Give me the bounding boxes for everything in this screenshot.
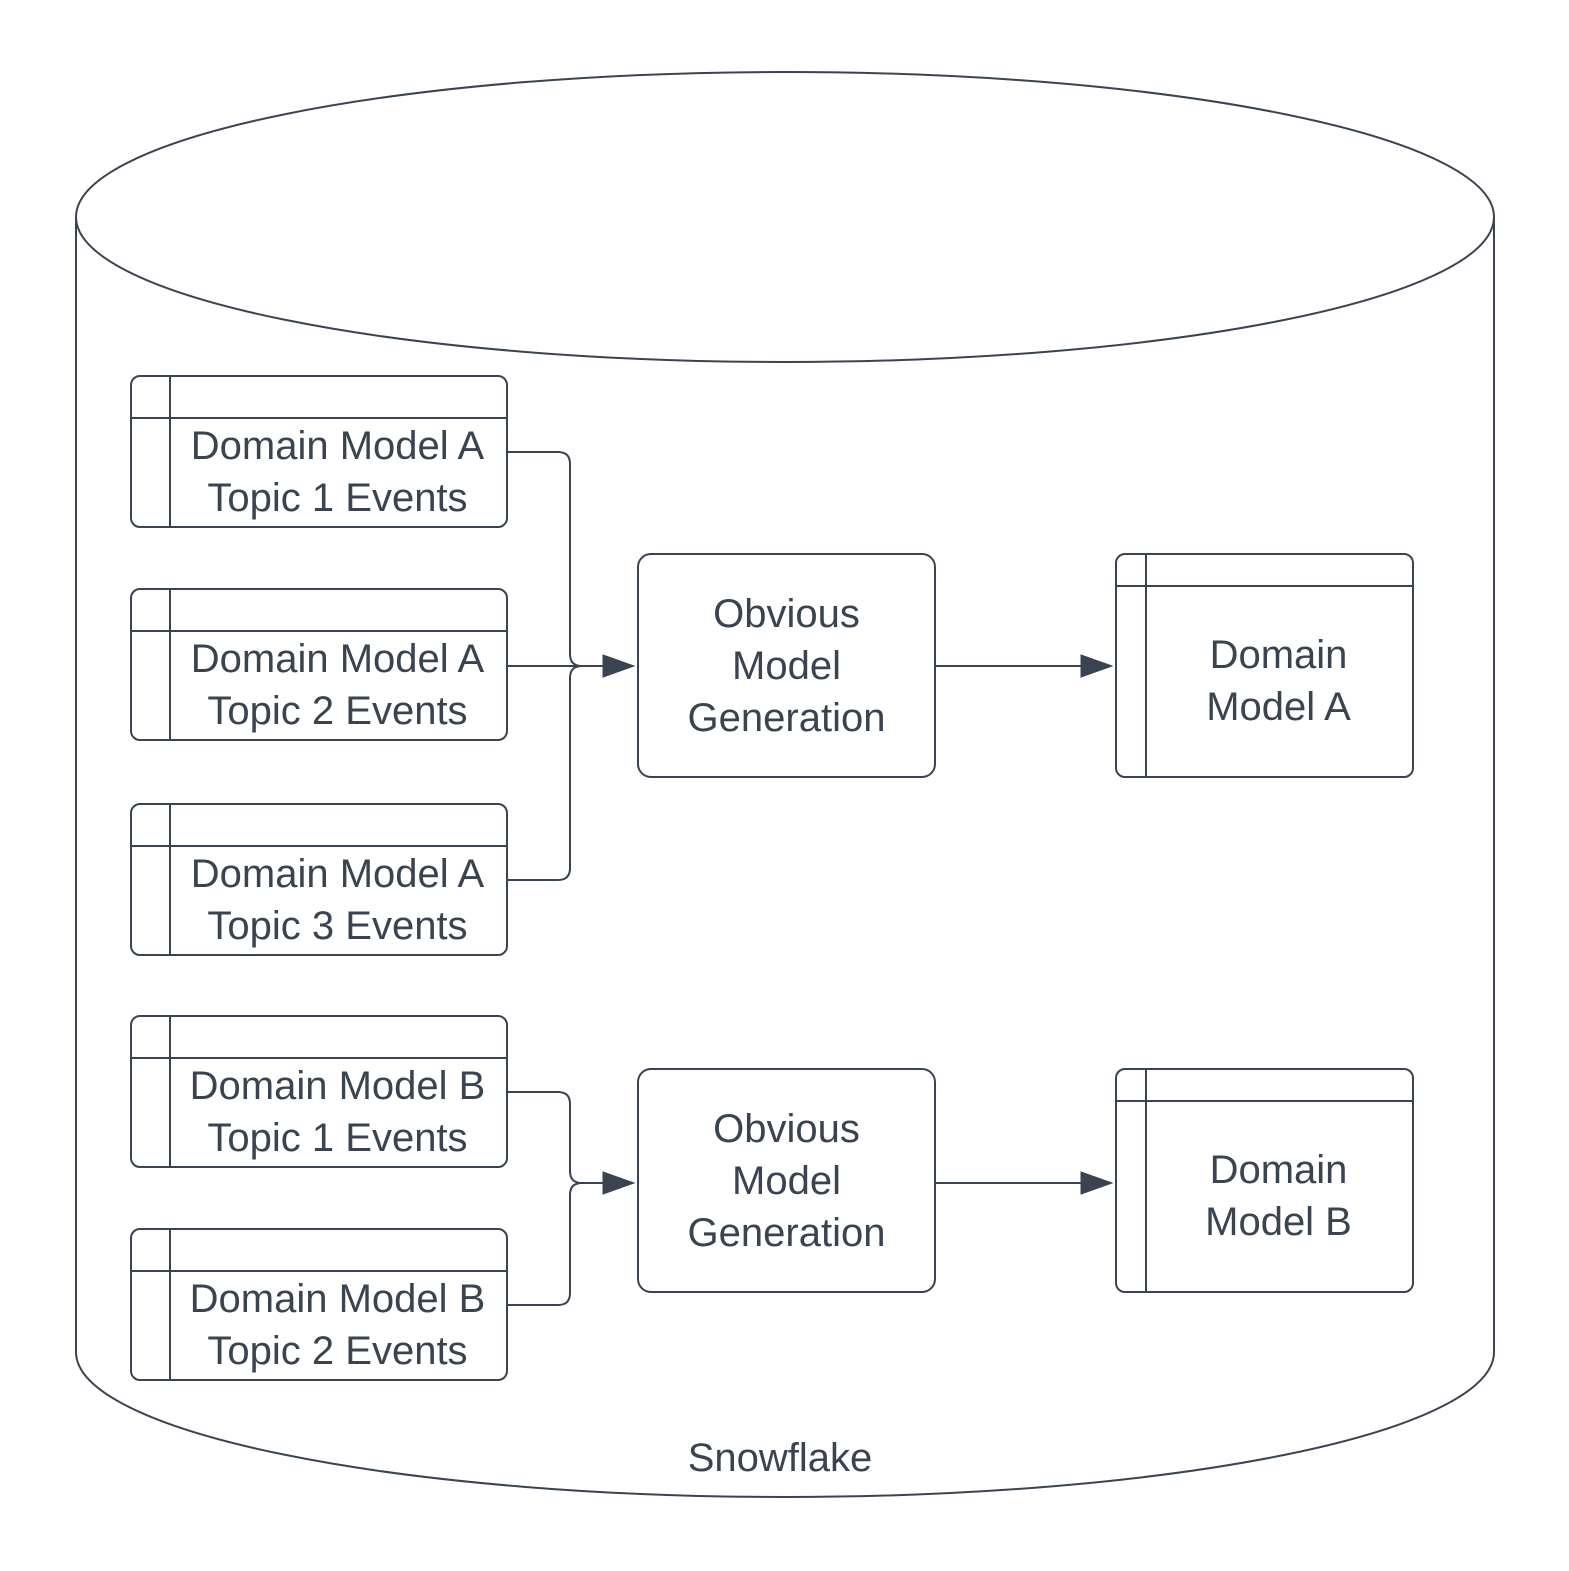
cylinder-body <box>75 217 1495 1498</box>
event-table-domain-model-a-topic-1: Domain Model A Topic 1 Events <box>130 375 508 528</box>
cylinder-label-snowflake: Snowflake <box>687 1436 873 1480</box>
table-label-line: Domain Model A <box>190 636 485 681</box>
table-header-row <box>1117 1070 1412 1102</box>
event-table-domain-model-b-topic-1: Domain Model B Topic 1 Events <box>130 1015 508 1168</box>
output-table-domain-model-a: Domain Model A <box>1115 553 1414 778</box>
process-label-line: Model <box>732 643 841 688</box>
connector-topic-a3-to-merge <box>507 665 583 881</box>
table-label-line: Topic 1 Events <box>207 475 468 520</box>
event-table-domain-model-a-topic-3: Domain Model A Topic 3 Events <box>130 803 508 956</box>
table-header-row <box>132 1230 506 1272</box>
table-label: Domain Model A Topic 3 Events <box>169 845 506 954</box>
table-label-line: Topic 3 Events <box>207 903 468 948</box>
arrowhead-into-generation-a <box>602 654 636 678</box>
table-label-line: Topic 2 Events <box>207 1328 468 1373</box>
table-left-column <box>1117 555 1147 776</box>
process-label-line: Generation <box>687 1210 886 1255</box>
table-header-row <box>132 590 506 632</box>
connector-topic-b2-to-merge <box>507 1182 583 1306</box>
output-table-domain-model-b: Domain Model B <box>1115 1068 1414 1293</box>
table-left-column <box>132 1017 171 1166</box>
arrowhead-into-generation-b <box>602 1171 636 1195</box>
process-label-line: Obvious <box>713 591 860 636</box>
table-label: Domain Model A Topic 1 Events <box>169 417 506 526</box>
table-left-column <box>132 590 171 739</box>
connector-topic-a1-to-merge <box>507 451 583 667</box>
table-left-column <box>1117 1070 1147 1291</box>
table-header-row <box>132 1017 506 1059</box>
table-header-row <box>1117 555 1412 587</box>
table-label-line: Domain <box>1209 632 1348 677</box>
table-label: Domain Model B Topic 2 Events <box>169 1270 506 1379</box>
table-label: Domain Model B <box>1145 1100 1412 1291</box>
process-box-obvious-model-generation-a: Obvious Model Generation <box>637 553 936 778</box>
process-label-line: Obvious <box>713 1106 860 1151</box>
table-label: Domain Model A <box>1145 585 1412 776</box>
table-left-column <box>132 377 171 526</box>
process-label-line: Model <box>732 1158 841 1203</box>
arrowhead-into-domain-model-a <box>1080 654 1114 678</box>
process-box-obvious-model-generation-b: Obvious Model Generation <box>637 1068 936 1293</box>
connector-topic-b1-to-merge <box>507 1091 583 1184</box>
cylinder-top-ellipse <box>75 71 1495 363</box>
process-label-line: Generation <box>687 695 886 740</box>
table-label-line: Model B <box>1205 1199 1352 1244</box>
table-label-line: Topic 2 Events <box>207 688 468 733</box>
arrowhead-into-domain-model-b <box>1080 1171 1114 1195</box>
table-label-line: Domain Model A <box>190 423 485 468</box>
table-header-row <box>132 377 506 419</box>
table-label-line: Model A <box>1206 684 1351 729</box>
table-label-line: Domain Model B <box>189 1276 486 1321</box>
table-label-line: Topic 1 Events <box>207 1115 468 1160</box>
table-label-line: Domain Model A <box>190 851 485 896</box>
event-table-domain-model-a-topic-2: Domain Model A Topic 2 Events <box>130 588 508 741</box>
table-header-row <box>132 805 506 847</box>
table-label-line: Domain <box>1209 1147 1348 1192</box>
table-label: Domain Model A Topic 2 Events <box>169 630 506 739</box>
table-label-line: Domain Model B <box>189 1063 486 1108</box>
table-label: Domain Model B Topic 1 Events <box>169 1057 506 1166</box>
table-left-column <box>132 1230 171 1379</box>
event-table-domain-model-b-topic-2: Domain Model B Topic 2 Events <box>130 1228 508 1381</box>
table-left-column <box>132 805 171 954</box>
